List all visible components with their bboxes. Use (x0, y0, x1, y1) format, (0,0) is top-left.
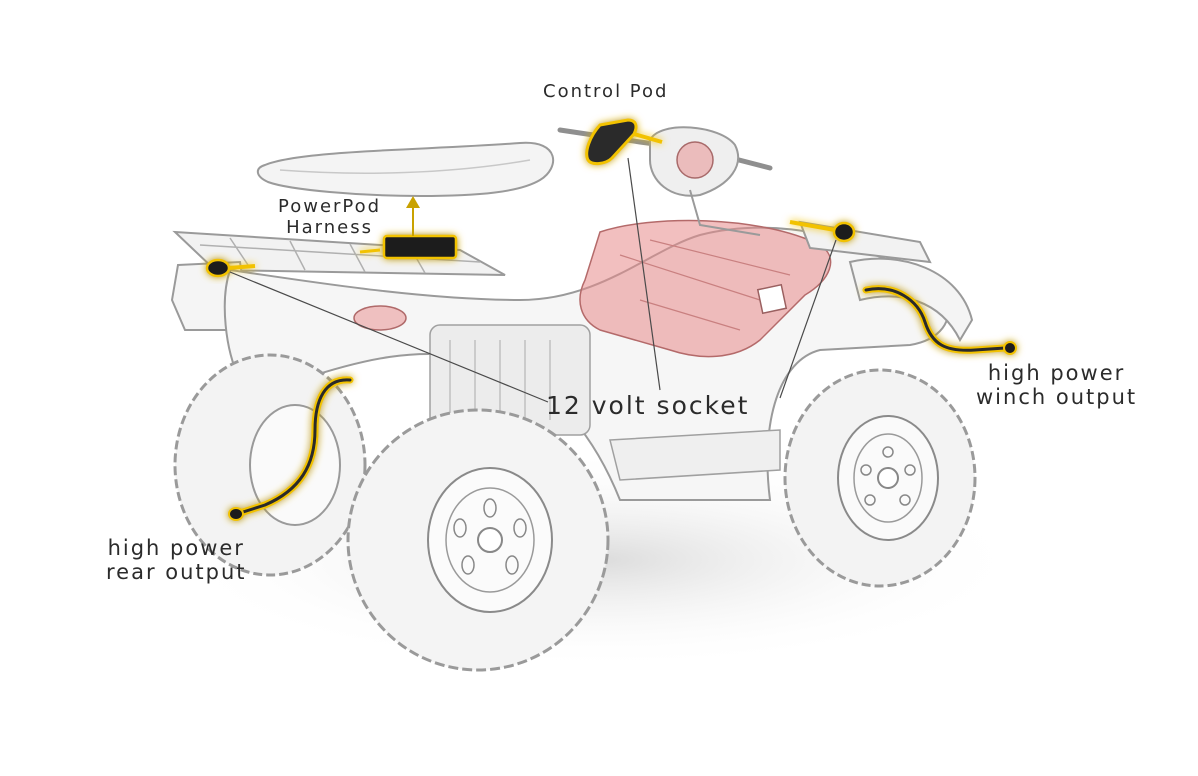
front-rack-connector (789, 220, 856, 243)
powerpod-harness (359, 234, 458, 260)
winch-output-label: high power winch output (976, 361, 1138, 410)
leader-lines (229, 157, 837, 403)
powerpod-harness-label: PowerPod Harness (278, 196, 382, 238)
rear-rack-connector (205, 258, 256, 278)
control-pod-label: Control Pod (543, 81, 669, 102)
winch-output-cable (862, 285, 1017, 355)
atv-fuel-tank (579, 219, 832, 358)
wheel-front-right (783, 368, 977, 588)
front-rack (798, 220, 932, 264)
atv-seat (256, 141, 555, 198)
rear-output-label: high power rear output (106, 536, 247, 585)
control-pod (585, 118, 663, 166)
rear-output-cable (228, 376, 354, 521)
socket-label: 12 volt socket (546, 391, 750, 420)
wheel-rear-right (346, 408, 610, 672)
